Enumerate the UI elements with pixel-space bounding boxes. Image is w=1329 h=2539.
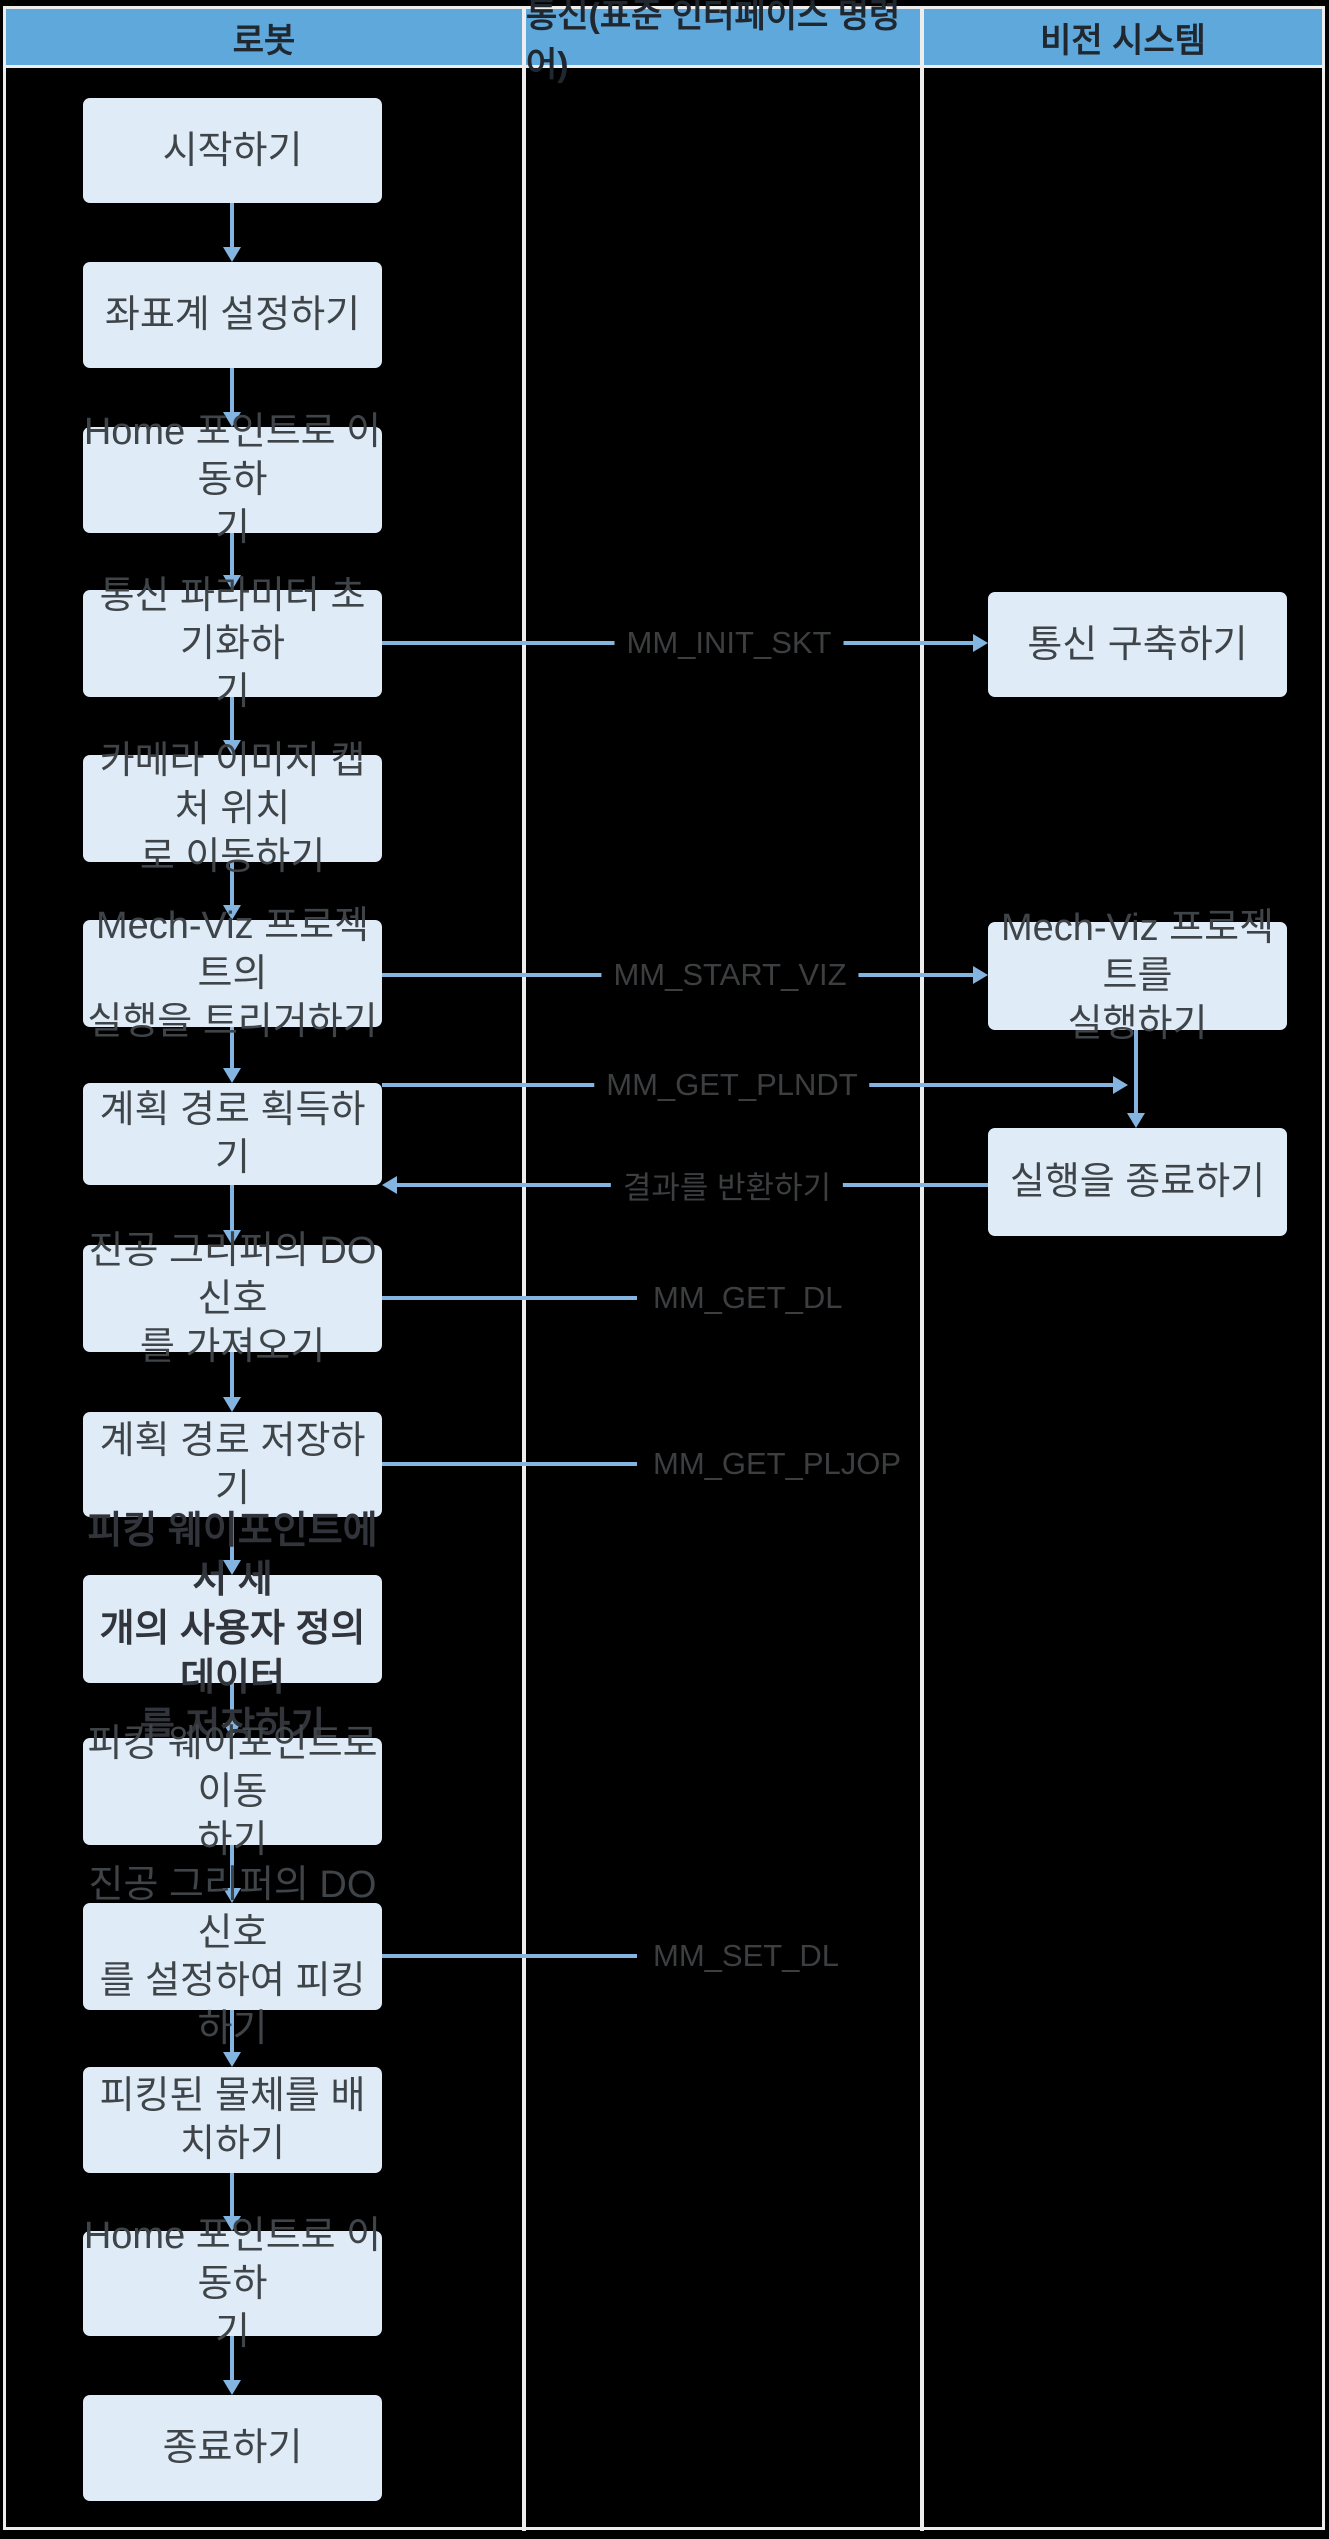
arrow-step1-step2 (230, 203, 234, 247)
arrow-step12-step13 (230, 2010, 234, 2052)
command-label-mm-get-plndt: MM_GET_PLNDT (594, 1067, 870, 1103)
flow-step-start: 시작하기 (83, 98, 382, 203)
column-divider-2 (920, 8, 924, 2531)
flow-step-move-home-1: Home 포인트로 이동하 기 (83, 411, 382, 549)
flow-step-finish-execution: 실행을 종료하기 (988, 1128, 1287, 1236)
arrow-step2-step3 (230, 368, 234, 412)
flow-step-save-user-data: 피킹 웨이포인트에서 세 개의 사용자 정의 데이터 를 저장하기 (83, 1510, 382, 1748)
header-cell-vision-system: 비전 시스템 (924, 9, 1322, 65)
flow-step-end: 종료하기 (83, 2395, 382, 2501)
flow-step-set-coordinate: 좌표계 설정하기 (83, 262, 382, 368)
arrow-step13-step14 (230, 2173, 234, 2216)
arrow-step8-step9 (230, 1352, 234, 1397)
flow-step-set-do-picking: 진공 그리퍼의 DO 신호 를 설정하여 피킹하기 (83, 1864, 382, 2050)
column-divider-1 (522, 8, 526, 2531)
arrow-step3-step4 (230, 533, 234, 575)
line-mm-get-dl (382, 1296, 637, 1300)
command-label-mm-get-dl: MM_GET_DL (645, 1280, 843, 1316)
arrow-step14-step15 (230, 2336, 234, 2380)
command-label-mm-start-viz: MM_START_VIZ (601, 957, 859, 993)
flow-step-get-do-signal: 진공 그리퍼의 DO 신호 를 가져오기 (83, 1230, 382, 1368)
flow-step-move-picking-waypoint: 피킹 웨이포인트로 이동 하기 (83, 1723, 382, 1861)
flow-step-establish-comm: 통신 구축하기 (988, 592, 1287, 697)
line-mm-get-pljop (382, 1462, 637, 1466)
arrow-step10-step11 (230, 1683, 234, 1723)
arrow-step7-step8 (230, 1185, 234, 1230)
command-label-mm-get-pljop: MM_GET_PLJOP (645, 1446, 902, 1482)
header-cell-robot: 로봇 (6, 9, 522, 65)
flow-step-trigger-mechviz: Mech-Viz 프로젝트의 실행을 트리거하기 (83, 905, 382, 1043)
arrow-step9-step10 (230, 1517, 234, 1560)
arrow-step6-step7 (230, 1027, 234, 1068)
flow-step-run-mechviz: Mech-Viz 프로젝트를 실행하기 (988, 907, 1287, 1045)
header-bottom-border (4, 65, 1325, 68)
arrow-step11-step12 (230, 1845, 234, 1888)
flow-step-get-planned-path: 계획 경로 획득하기 (83, 1083, 382, 1185)
arrow-runviz-finish (1134, 1030, 1138, 1113)
header-cell-communication: 통신(표준 인터페이스 명령어) (526, 0, 920, 84)
line-mm-set-dl (382, 1954, 637, 1958)
command-label-mm-init-skt: MM_INIT_SKT (614, 625, 844, 661)
arrow-step5-step6 (230, 862, 234, 905)
command-label-mm-set-dl: MM_SET_DL (645, 1938, 840, 1974)
flow-step-init-comm-params: 통신 파라미터 초기화하 기 (83, 575, 382, 713)
flow-step-place-object: 피킹된 물체를 배치하기 (83, 2067, 382, 2173)
flow-step-save-planned-path: 계획 경로 저장하기 (83, 1412, 382, 1517)
flow-step-move-home-2: Home 포인트로 이동하 기 (83, 2214, 382, 2353)
flow-step-move-capture-pos: 카메라 이미지 캡처 위치 로 이동하기 (83, 740, 382, 878)
arrow-step4-step5 (230, 697, 234, 740)
table-outer-border (3, 6, 1325, 2530)
command-label-return-result: 결과를 반환하기 (610, 1162, 844, 1208)
